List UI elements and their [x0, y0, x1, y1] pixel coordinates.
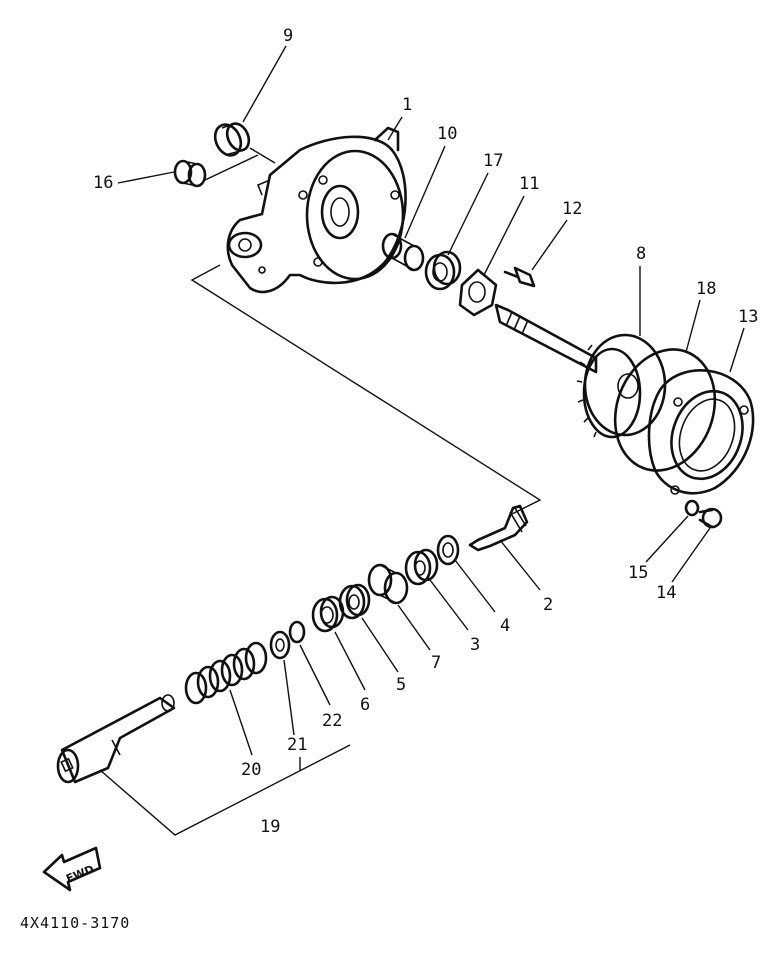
callout-11: 11 [519, 174, 539, 194]
part-20-spring [184, 641, 268, 756]
group-1-outline [190, 264, 542, 516]
part-9-bearing [213, 122, 276, 164]
fwd-label: FWD [64, 863, 96, 886]
part-8-gear-shaft [494, 303, 667, 439]
callout-19: 19 [260, 817, 280, 837]
part-4-shim [436, 534, 496, 613]
callout-5: 5 [396, 675, 406, 695]
callout-7: 7 [431, 653, 441, 673]
callout-13: 13 [738, 307, 758, 327]
callout-17: 17 [483, 151, 503, 171]
callout-6: 6 [360, 695, 370, 715]
callout-14: 14 [656, 583, 676, 603]
part-18-gasket [613, 348, 717, 472]
fwd-arrow-icon: FWD [42, 846, 102, 892]
part-6-seal [311, 595, 366, 691]
callout-10: 10 [437, 124, 457, 144]
part-13-cover [647, 369, 755, 495]
callout-22: 22 [322, 711, 342, 731]
part-21-washer [269, 630, 295, 736]
part-3-bearing [404, 548, 469, 631]
callout-21: 21 [287, 735, 307, 755]
part-12-bolt [503, 266, 536, 288]
part-16-bushing [173, 154, 259, 188]
callout-2: 2 [543, 595, 553, 615]
part-7-collar [367, 563, 431, 651]
callout-4: 4 [500, 616, 510, 636]
callout-16: 16 [93, 173, 113, 193]
part-19-sleeve [56, 694, 176, 784]
callout-18: 18 [696, 279, 716, 299]
callout-8: 8 [636, 244, 646, 264]
part-22-circlip [288, 620, 331, 706]
part-15-washer [684, 499, 700, 517]
callout-1: 1 [402, 95, 412, 115]
part-14-bolt [698, 507, 723, 529]
callout-20: 20 [241, 760, 261, 780]
callout-labels: 9 1 16 10 17 11 12 8 18 13 2 4 3 7 5 6 2… [93, 26, 758, 837]
group-19-bracket [99, 744, 351, 836]
callout-12: 12 [562, 199, 582, 219]
part-17-bearing [424, 250, 462, 291]
part-1-housing [226, 126, 407, 294]
callout-9: 9 [283, 26, 293, 46]
callout-15: 15 [628, 563, 648, 583]
part-11-plate [458, 268, 498, 317]
part-10-sleeve [381, 232, 425, 272]
drawing-code: 4X4110-3170 [20, 914, 130, 932]
part-2-pinion-shaft [468, 504, 541, 591]
callout-3: 3 [470, 635, 480, 655]
